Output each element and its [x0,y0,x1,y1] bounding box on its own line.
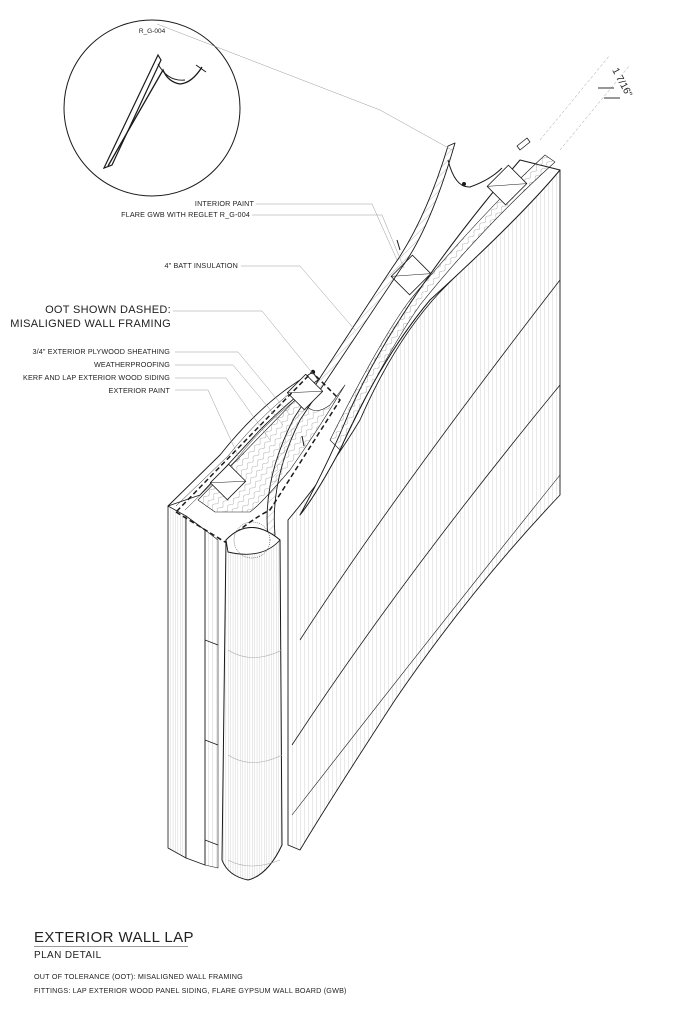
siding-face [287,169,561,851]
dimension-line [539,54,631,151]
label-oot-line2: MISALIGNED WALL FRAMING [10,318,171,330]
dimension-text: 1 7/16" [609,66,634,99]
leader-lines [156,23,453,461]
label-oot-line1: OOT SHOWN DASHED: [45,304,171,316]
label-siding: KERF AND LAP EXTERIOR WOOD SIDING [23,373,170,382]
wall-assembly [167,137,561,881]
drawing-subtitle: PLAN DETAIL [34,950,102,961]
label-flare-gwb: FLARE GWB WITH REGLET R_G-004 [121,210,250,219]
title-rule [34,946,188,947]
label-weatherproofing: WEATHERPROOFING [94,360,170,369]
detail-bubble: R_G-004 [63,19,241,197]
drawing-title: EXTERIOR WALL LAP [34,929,194,946]
label-plywood: 3/4" EXTERIOR PLYWOOD SHEATHING [32,347,170,356]
label-batt-insulation: 4" BATT INSULATION [164,261,238,270]
note-fittings: FITTINGS: LAP EXTERIOR WOOD PANEL SIDING… [34,986,347,995]
kerf-column [221,527,283,881]
note-oot: OUT OF TOLERANCE (OOT): MISALIGNED WALL … [34,972,243,981]
label-exterior-paint: EXTERIOR PAINT [108,386,170,395]
label-interior-paint: INTERIOR PAINT [194,199,254,208]
detail-bubble-ref: R_G-004 [139,28,166,35]
